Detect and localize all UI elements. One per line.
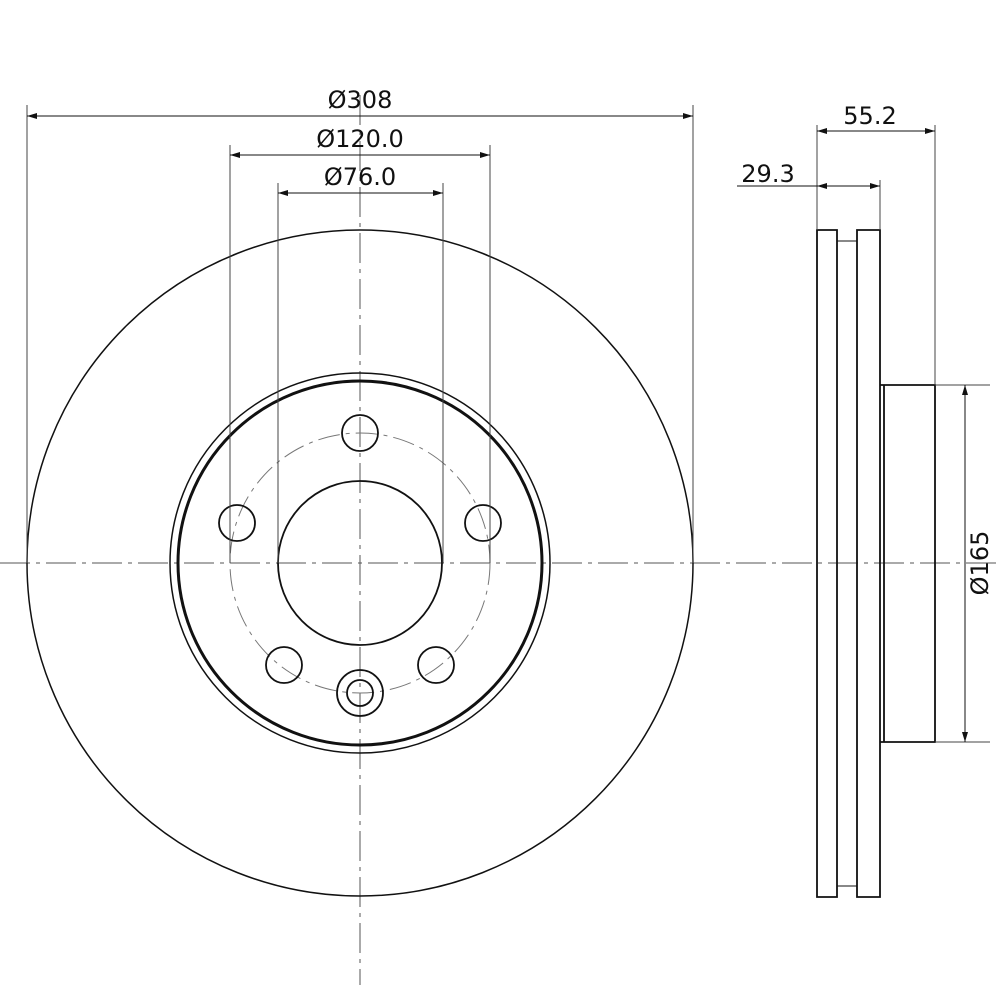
label-bolt-circle: Ø120.0 bbox=[316, 125, 404, 153]
hub-outer-ring bbox=[169, 372, 551, 754]
bolt-hole bbox=[464, 504, 502, 542]
label-total-height: 55.2 bbox=[843, 102, 896, 130]
locator-hole-inner bbox=[346, 679, 374, 707]
label-outer-diameter: Ø308 bbox=[328, 86, 393, 114]
side-view-disc bbox=[816, 229, 881, 898]
bolt-hole bbox=[417, 646, 455, 684]
bolt-hole bbox=[265, 646, 303, 684]
locator-hole-outer bbox=[336, 669, 384, 717]
label-center-bore: Ø76.0 bbox=[324, 163, 396, 191]
hub-inner-ring bbox=[176, 379, 544, 747]
label-thickness: 29.3 bbox=[741, 160, 794, 188]
label-hub-diameter: Ø165 bbox=[966, 531, 994, 596]
bolt-holes bbox=[218, 414, 502, 684]
side-view-hub bbox=[880, 384, 936, 743]
bolt-hole bbox=[341, 414, 379, 452]
bolt-hole bbox=[218, 504, 256, 542]
